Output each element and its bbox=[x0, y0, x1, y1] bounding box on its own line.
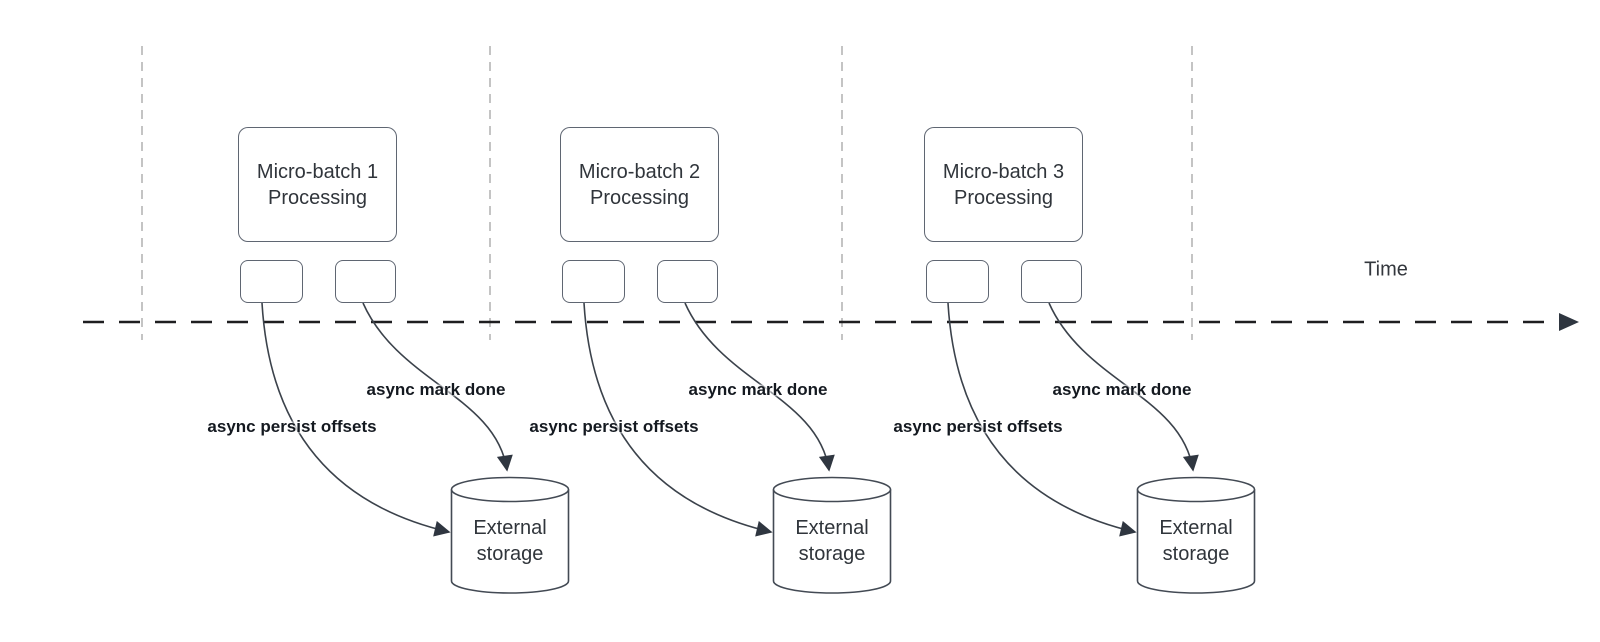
micro-batch-3-task-box-a bbox=[926, 260, 989, 303]
micro-batch-2-processing-node: Micro-batch 2 Processing bbox=[560, 127, 719, 242]
micro-batch-group-3: Micro-batch 3 Processing async persist o… bbox=[893, 0, 1276, 642]
micro-batch-1-processing-node: Micro-batch 1 Processing bbox=[238, 127, 397, 242]
persist-offsets-arrow-2 bbox=[583, 302, 773, 537]
timeline-arrowhead-icon bbox=[1559, 313, 1579, 331]
external-storage-label-1: External storage bbox=[473, 515, 546, 567]
micro-batch-group-2: Micro-batch 2 Processing async persist o… bbox=[529, 0, 912, 642]
storage-cylinder-top-2 bbox=[772, 476, 892, 503]
micro-batch-3-title-line1: Micro-batch 3 bbox=[942, 160, 1065, 183]
external-storage-1-line2: storage bbox=[476, 543, 544, 565]
storage-cylinder-body-3 bbox=[1136, 489, 1256, 594]
micro-batch-1-title-line1: Micro-batch 1 bbox=[256, 160, 379, 183]
persist-offsets-arrow-3 bbox=[947, 302, 1137, 537]
external-storage-label-2: External storage bbox=[795, 515, 868, 567]
micro-batch-1-title-line2: Processing bbox=[268, 186, 367, 209]
external-storage-1-line1: External bbox=[473, 517, 547, 539]
micro-batch-3-processing-node: Micro-batch 3 Processing bbox=[924, 127, 1083, 242]
mark-done-label-1: async mark done bbox=[366, 380, 506, 399]
micro-batch-1-task-box-a bbox=[240, 260, 303, 303]
mark-done-label-3: async mark done bbox=[1052, 380, 1192, 399]
mark-done-arrow-3 bbox=[1048, 302, 1199, 472]
storage-cylinder-top-1 bbox=[450, 476, 570, 503]
micro-batch-3-title-line2: Processing bbox=[954, 186, 1053, 209]
storage-cylinder-body-1 bbox=[450, 489, 570, 594]
mark-done-arrow-2 bbox=[684, 302, 835, 472]
micro-batch-2-title-line1: Micro-batch 2 bbox=[578, 160, 701, 183]
mark-done-arrow-1 bbox=[362, 302, 513, 472]
external-storage-3-line2: storage bbox=[1162, 543, 1230, 565]
micro-batch-2-task-box-b bbox=[657, 260, 718, 303]
external-storage-3-line1: External bbox=[1159, 517, 1233, 539]
external-storage-2-line1: External bbox=[795, 517, 869, 539]
micro-batch-3-task-box-b bbox=[1021, 260, 1082, 303]
micro-batch-2-task-box-a bbox=[562, 260, 625, 303]
persist-offsets-label-2: async persist offsets bbox=[529, 417, 699, 436]
persist-offsets-label-3: async persist offsets bbox=[893, 417, 1063, 436]
storage-cylinder-top-3 bbox=[1136, 476, 1256, 503]
storage-cylinder-body-2 bbox=[772, 489, 892, 594]
micro-batch-1-task-box-b bbox=[335, 260, 396, 303]
external-storage-2-line2: storage bbox=[798, 543, 866, 565]
micro-batch-group-1: Micro-batch 1 Processing async persist o… bbox=[207, 0, 590, 642]
external-storage-label-3: External storage bbox=[1159, 515, 1232, 567]
micro-batch-2-title-line2: Processing bbox=[590, 186, 689, 209]
time-axis-label: Time bbox=[1364, 258, 1408, 281]
mark-done-label-2: async mark done bbox=[688, 380, 828, 399]
persist-offsets-label-1: async persist offsets bbox=[207, 417, 377, 436]
persist-offsets-arrow-1 bbox=[261, 302, 451, 537]
